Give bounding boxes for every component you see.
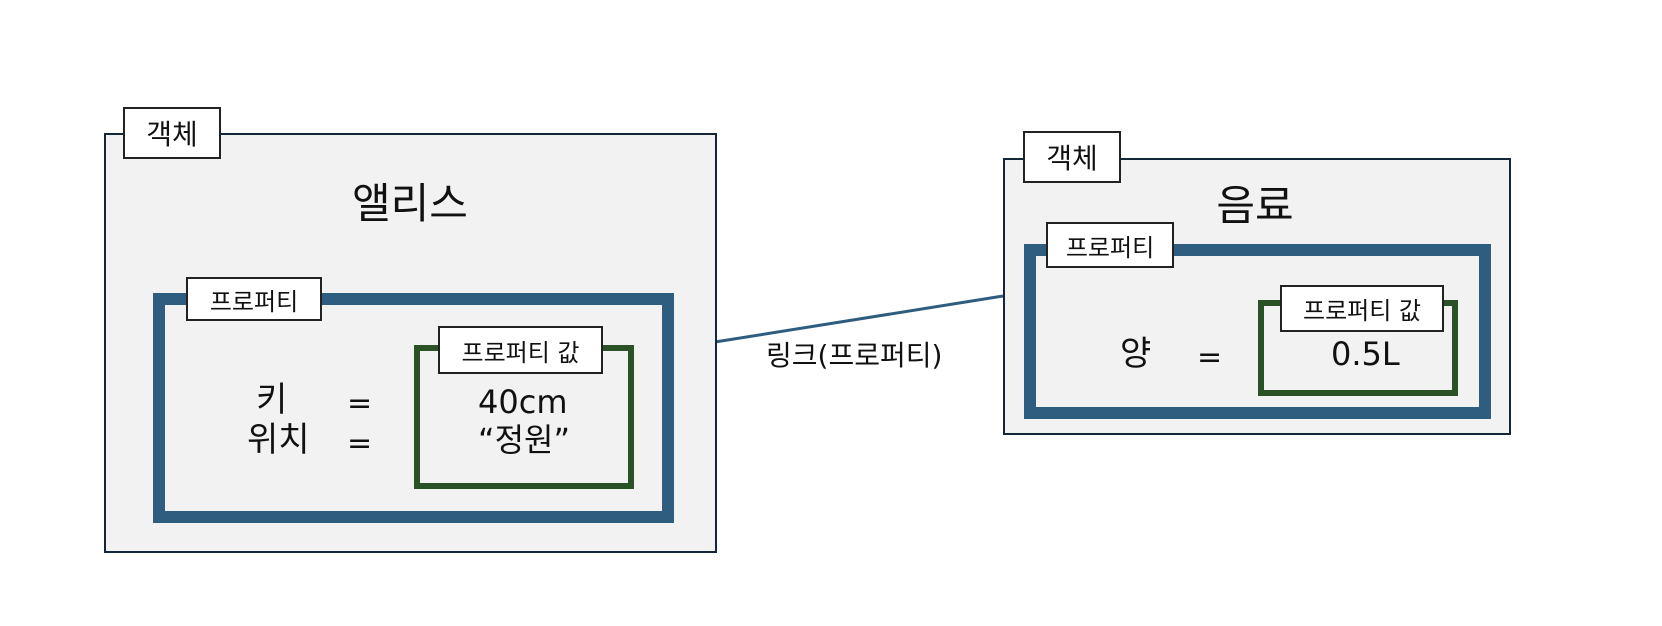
drink-value-amount: 0.5L — [1331, 335, 1400, 373]
alice-property-tag: 프로퍼티 — [186, 277, 322, 321]
link-label: 링크(프로퍼티) — [766, 339, 943, 372]
drink-eq-amount: = — [1197, 340, 1223, 375]
drink-key-amount: 양 — [1120, 334, 1152, 374]
drink-value-tag: 프로퍼티 값 — [1280, 285, 1444, 332]
alice-value-height: 40cm — [478, 383, 568, 421]
alice-value-location: “정원” — [478, 421, 571, 459]
alice-key-location: 위치 — [247, 420, 310, 460]
alice-value-tag: 프로퍼티 값 — [438, 326, 603, 374]
alice-eq-height: = — [347, 386, 373, 421]
alice-key-height: 키 — [256, 380, 288, 420]
alice-object-tag: 객체 — [123, 107, 221, 159]
drink-object-title: 음료 — [1216, 181, 1294, 230]
alice-object-title: 앨리스 — [352, 179, 468, 228]
drink-object-tag: 객체 — [1023, 131, 1121, 183]
alice-eq-location: = — [347, 426, 373, 461]
drink-property-tag: 프로퍼티 — [1046, 222, 1174, 268]
